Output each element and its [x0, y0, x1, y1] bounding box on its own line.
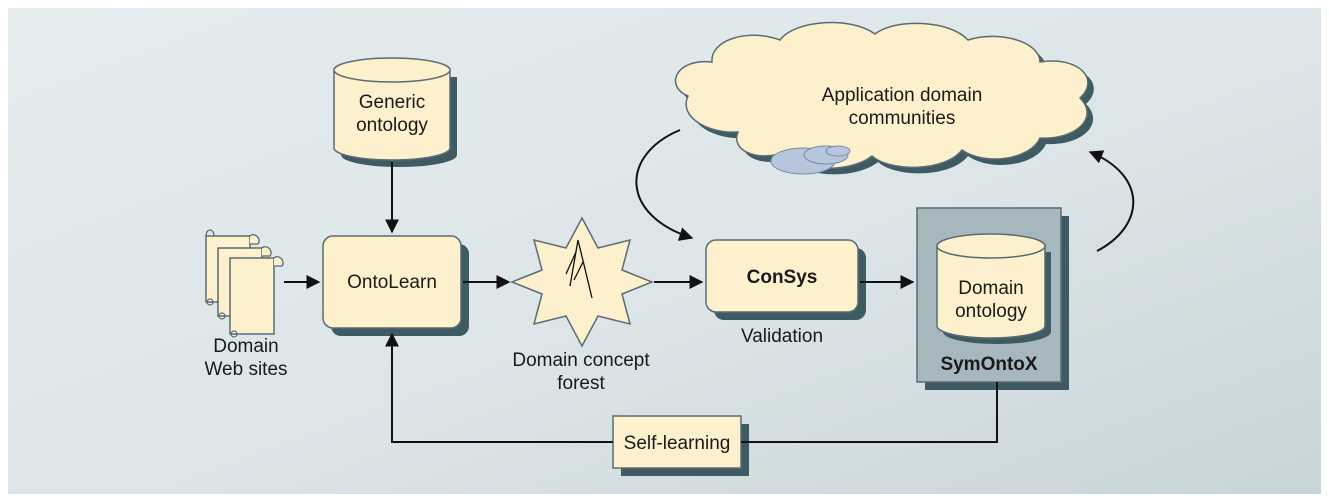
concept-forest-line2: forest — [557, 373, 605, 394]
application-domain-communities-cloud: Application domain communities — [674, 21, 1094, 175]
communities-label-line2: communities — [849, 108, 956, 129]
self-learning-node: Self-learning — [612, 415, 749, 476]
ontolearn-node: OntoLearn — [322, 235, 469, 336]
domain-ontology-line2: ontology — [955, 301, 1027, 322]
consys-node: ConSys Validation — [705, 239, 866, 347]
document-icon-front — [229, 256, 284, 338]
domain-web-sites-documents: Domain Web sites — [204, 229, 288, 380]
communities-label-line1: Application domain — [822, 85, 983, 106]
domain-ontology-cylinder: Domain ontology — [936, 233, 1051, 344]
validation-caption: Validation — [741, 326, 823, 347]
generic-ontology-line2: ontology — [356, 115, 428, 136]
domain-web-sites-line1: Domain — [213, 336, 278, 357]
ontolearn-label: OntoLearn — [347, 272, 437, 293]
generic-ontology-line1: Generic — [359, 92, 426, 113]
symontox-container: Domain ontology SymOntoX — [916, 207, 1069, 390]
generic-ontology-cylinder: Generic ontology — [333, 57, 457, 167]
concept-forest-line1: Domain concept — [512, 350, 650, 371]
tree-glyph-icon — [565, 239, 593, 299]
domain-concept-forest-node: Domain concept forest — [509, 216, 655, 394]
consys-label: ConSys — [747, 267, 818, 288]
arrow-cloud-to-consys — [635, 129, 694, 241]
self-learning-label: Self-learning — [624, 433, 731, 454]
arrow-self-learning-to-ontolearn — [392, 334, 998, 443]
symontox-label: SymOntoX — [940, 354, 1037, 375]
domain-web-sites-line2: Web sites — [204, 359, 287, 380]
domain-ontology-line1: Domain — [958, 278, 1023, 299]
arrow-symontox-to-cloud — [1088, 150, 1135, 252]
community-ellipse-small — [825, 145, 851, 157]
